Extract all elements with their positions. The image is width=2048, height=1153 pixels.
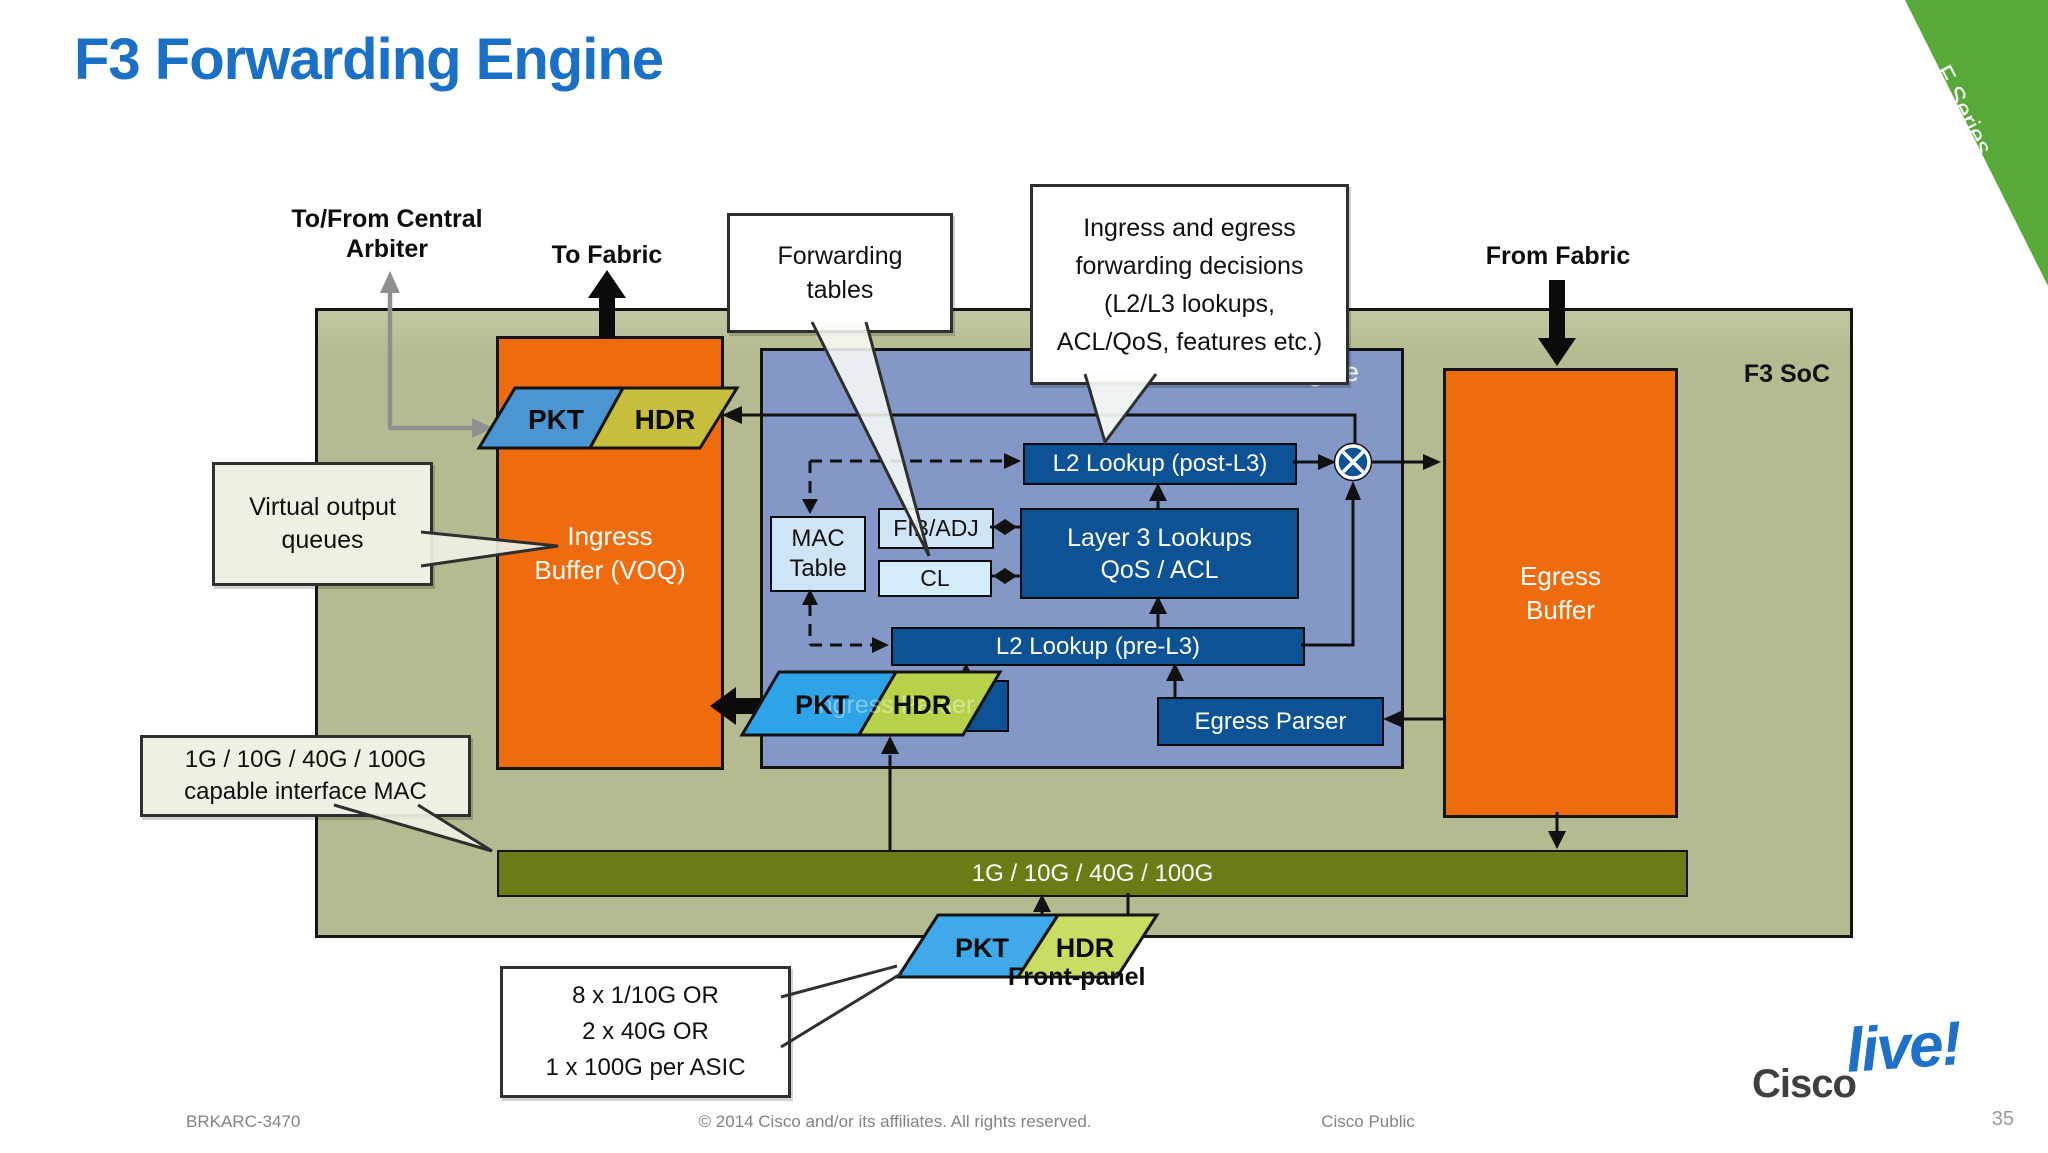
front-panel-label: Front-panel: [1008, 963, 1146, 991]
f-series-ribbon: F Series: [1905, 0, 2048, 286]
layer3-lookups-box: Layer 3 Lookups QoS / ACL: [1020, 508, 1299, 599]
egress-buffer-box: Egress Buffer: [1443, 368, 1678, 818]
cisco-logo: Cisco: [1752, 1062, 1857, 1106]
callout-line: Forwarding: [777, 242, 903, 270]
arbiter-line1: To/From Central: [291, 205, 483, 233]
egress-buffer-line1: Egress: [1520, 561, 1601, 591]
callout-line: ACL/QoS, features etc.): [1056, 327, 1323, 356]
layer3-lookups-line2: QoS / ACL: [1100, 555, 1219, 584]
callout-line: queues: [281, 526, 364, 554]
callout-virtual-output-queues: Virtual output queues: [212, 462, 433, 586]
interface-mac-bar-label: 1G / 10G / 40G / 100G: [971, 859, 1214, 887]
footer-classification: Cisco Public: [1321, 1112, 1415, 1131]
arbiter-line2: Arbiter: [346, 235, 428, 263]
l2-lookup-pre-box: L2 Lookup (pre-L3): [891, 627, 1305, 666]
callout-line: forwarding decisions: [1075, 251, 1304, 280]
callout-forwarding-decisions: Ingress and egress forwarding decisions …: [1030, 184, 1349, 385]
ingress-parser-box: [778, 680, 1009, 732]
callout-asic-ports: 8 x 1/10G OR 2 x 40G OR 1 x 100G per ASI…: [500, 966, 791, 1098]
callout-line: 1G / 10G / 40G / 100G: [184, 746, 427, 773]
callout-line: Virtual output: [249, 493, 396, 521]
callout-line: tables: [806, 276, 874, 304]
cl-box: CL: [878, 560, 992, 597]
fib-adj-box: FIB/ADJ: [878, 508, 994, 549]
callout-line: 1 x 100G per ASIC: [545, 1054, 746, 1081]
callout-line: (L2/L3 lookups,: [1104, 289, 1275, 318]
page-title: F3 Forwarding Engine: [74, 27, 664, 92]
to-fabric-label: To Fabric: [551, 241, 663, 269]
mac-table-line2: Table: [789, 555, 847, 582]
from-fabric-label: From Fabric: [1485, 242, 1631, 270]
ingress-buffer-line1: Ingress: [567, 521, 653, 551]
footer-copyright: © 2014 Cisco and/or its affiliates. All …: [698, 1112, 1092, 1131]
mac-table-box: MAC Table: [770, 516, 866, 592]
f-series-ribbon-label: F Series: [1928, 60, 1999, 160]
callout-line: 8 x 1/10G OR: [572, 982, 719, 1009]
cisco-live-logo: live!: [1843, 1009, 1963, 1086]
egress-buffer-line2: Buffer: [1526, 595, 1595, 625]
callout-line: 2 x 40G OR: [582, 1018, 709, 1045]
layer3-lookups-line1: Layer 3 Lookups: [1067, 523, 1252, 552]
callout-forwarding-tables: Forwarding tables: [727, 213, 953, 333]
callout-line: Ingress and egress: [1083, 213, 1296, 242]
f3-soc-label: F3 SoC: [1743, 360, 1830, 388]
ingress-buffer-box: Ingress Buffer (VOQ): [496, 336, 724, 770]
mac-table-line1: MAC: [791, 525, 845, 552]
l2-lookup-post-box: L2 Lookup (post-L3): [1023, 443, 1297, 485]
callout-line: capable interface MAC: [184, 778, 427, 805]
egress-parser-box: Egress Parser: [1157, 697, 1384, 746]
callout-interface-mac: 1G / 10G / 40G / 100G capable interface …: [140, 735, 471, 817]
ingress-buffer-line2: Buffer (VOQ): [534, 555, 686, 585]
footer-session-id: BRKARC-3470: [186, 1112, 301, 1131]
interface-mac-bar: 1G / 10G / 40G / 100G: [497, 850, 1688, 897]
arbiter-label: To/From Central Arbiter: [277, 204, 497, 264]
footer-page-number: 35: [1991, 1108, 2014, 1130]
